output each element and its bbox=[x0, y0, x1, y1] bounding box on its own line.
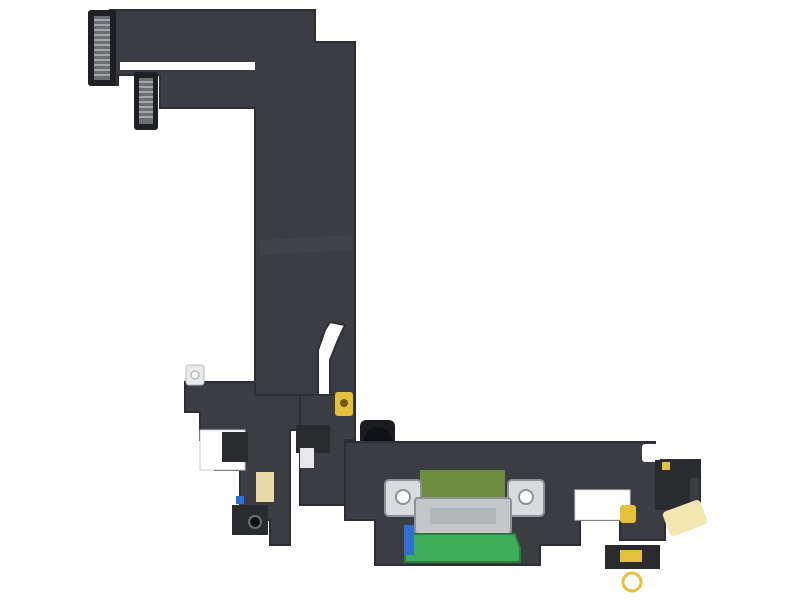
flex-ribbon-center-drop bbox=[296, 394, 356, 506]
board-connector-secondary bbox=[134, 72, 158, 130]
gold-contact bbox=[335, 392, 353, 416]
right-flex-components bbox=[605, 460, 708, 593]
flex-ribbon-upper bbox=[109, 9, 356, 396]
charging-port bbox=[384, 470, 545, 563]
board-connector-top bbox=[88, 10, 116, 86]
flex-ribbon-left-arm bbox=[184, 364, 301, 546]
